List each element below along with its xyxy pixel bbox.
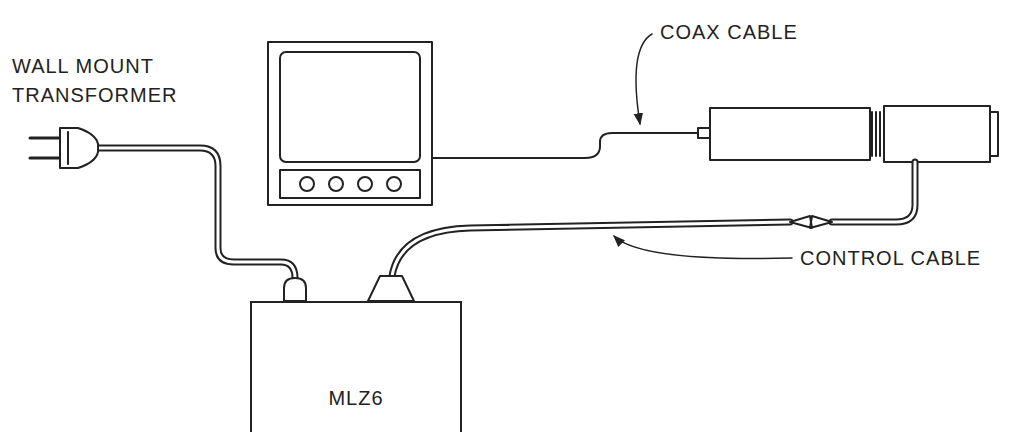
leader-line xyxy=(614,236,792,259)
video-monitor xyxy=(268,42,432,205)
power-cord xyxy=(95,148,295,278)
power-connector xyxy=(284,278,306,301)
control-connector xyxy=(368,276,414,301)
camera xyxy=(698,106,998,162)
leader-line xyxy=(636,34,652,124)
part-label: WALL MOUNT TRANSFORMER xyxy=(12,52,212,110)
part-label: CONTROL CABLE xyxy=(800,244,1020,273)
wall-plug xyxy=(30,128,98,168)
box-label: MLZ6 xyxy=(328,387,383,410)
control-box: MLZ6 xyxy=(250,301,462,432)
part-label: COAX CABLE xyxy=(660,18,860,47)
coax-cable xyxy=(432,133,700,158)
